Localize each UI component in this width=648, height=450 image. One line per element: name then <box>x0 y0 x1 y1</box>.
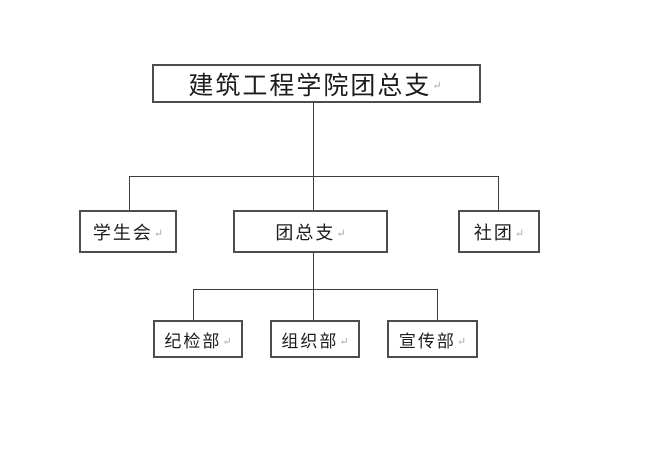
connector-drop-shetuan <box>498 176 499 210</box>
org-node-discipline-dept: 纪检部 ↵ <box>153 320 243 358</box>
connector-level2-horizontal <box>129 176 498 177</box>
org-node-organization-dept: 组织部 ↵ <box>270 320 360 358</box>
org-node-student-union: 学生会 ↵ <box>79 210 177 253</box>
connector-drop-xueshenghui <box>129 176 130 210</box>
paragraph-mark-icon: ↵ <box>339 335 349 348</box>
paragraph-mark-icon: ↵ <box>222 335 232 348</box>
org-node-league-branch-label: 团总支 <box>275 222 336 243</box>
paragraph-mark-icon: ↵ <box>336 228 346 240</box>
paragraph-mark-icon: ↵ <box>432 80 445 92</box>
org-node-publicity-dept: 宣传部 ↵ <box>387 320 478 358</box>
org-node-clubs: 社团 ↵ <box>458 210 540 253</box>
org-node-discipline-dept-label: 纪检部 <box>164 331 222 351</box>
connector-drop-jijianbu <box>193 289 194 320</box>
org-node-organization-dept-label: 组织部 <box>281 331 339 351</box>
org-node-root-label: 建筑工程学院团总支 <box>188 72 432 100</box>
org-node-root: 建筑工程学院团总支 ↵ <box>152 64 481 103</box>
connector-root-to-level2 <box>313 103 314 210</box>
connector-level3-horizontal <box>193 289 437 290</box>
paragraph-mark-icon: ↵ <box>514 228 525 240</box>
org-node-student-union-label: 学生会 <box>92 222 153 243</box>
org-node-league-branch: 团总支 ↵ <box>233 210 388 253</box>
connector-drop-xuanchuanbu <box>437 289 438 320</box>
org-node-clubs-label: 社团 <box>473 222 514 243</box>
org-node-publicity-dept-label: 宣传部 <box>398 331 456 351</box>
connector-tuanzongzhi-to-level3 <box>313 253 314 320</box>
paragraph-mark-icon: ↵ <box>153 228 164 240</box>
paragraph-mark-icon: ↵ <box>456 335 467 348</box>
